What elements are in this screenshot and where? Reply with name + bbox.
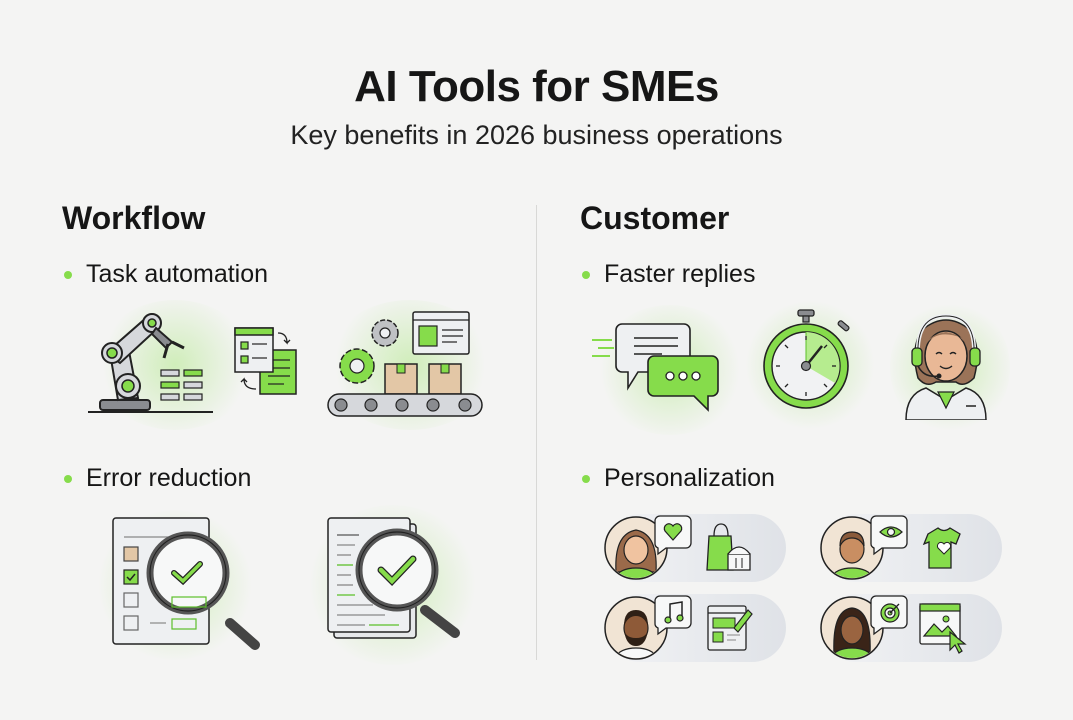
- user-target-image-icon: [820, 595, 967, 660]
- page-subtitle: Key benefits in 2026 business operations: [290, 120, 783, 150]
- bullet-error-reduction: Error reduction: [64, 464, 251, 493]
- stopwatch-icon: [763, 309, 850, 409]
- bullet-dot: [582, 474, 590, 483]
- document-sync-icon: [234, 327, 297, 395]
- user-music-webpage-icon: [604, 595, 753, 660]
- bullet-faster-replies: Faster replies: [582, 260, 755, 289]
- bullet-dot: [64, 474, 72, 483]
- chat-bubbles-icon: [592, 323, 719, 412]
- bullet-label: Faster replies: [604, 260, 756, 288]
- bullet-label: Error reduction: [86, 464, 252, 492]
- workflow-heading: Workflow: [62, 200, 206, 236]
- conveyor-belt-icon: [327, 311, 483, 417]
- user-eye-tshirt-icon: [820, 515, 961, 580]
- customer-heading: Customer: [580, 200, 730, 236]
- bullet-label: Personalization: [604, 464, 775, 492]
- column-divider: [536, 205, 537, 660]
- support-agent-icon: [905, 313, 987, 420]
- robot-arm-icon: [88, 313, 213, 413]
- page-title: AI Tools for SMEs: [354, 62, 719, 111]
- bullet-task-automation: Task automation: [64, 260, 268, 289]
- bullet-dot: [582, 270, 590, 279]
- bullet-personalization: Personalization: [582, 464, 775, 493]
- user-heart-shopping-icon: [604, 515, 751, 580]
- bullet-dot: [64, 270, 72, 279]
- document-magnifier-icon: [327, 517, 460, 639]
- bullet-label: Task automation: [86, 260, 269, 288]
- checklist-magnifier-icon: [112, 517, 260, 650]
